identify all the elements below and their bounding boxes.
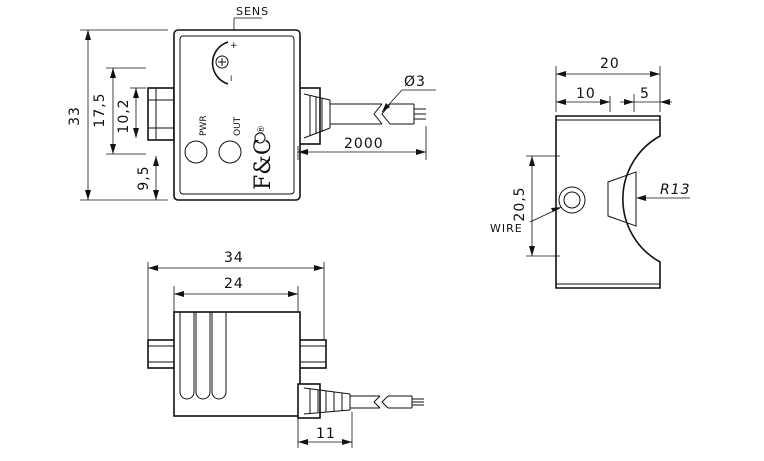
sensor-housing-front bbox=[173, 29, 301, 201]
wire-hole-outer bbox=[558, 186, 586, 214]
bottom-left-clip bbox=[147, 339, 177, 369]
dim-cable-diameter: Ø3 bbox=[404, 74, 426, 90]
side-view: 20 10 5 R13 20,5 bbox=[490, 56, 691, 289]
sensor-housing-bottom bbox=[173, 311, 301, 417]
pwr-label: PWR bbox=[199, 115, 209, 136]
wire-label: WIRE bbox=[490, 222, 523, 235]
bottom-view: 34 24 bbox=[147, 250, 424, 448]
wire-hole-icon bbox=[563, 191, 581, 209]
registered-mark: ® bbox=[257, 125, 267, 134]
sens-potentiometer-icon bbox=[215, 55, 229, 69]
dim-side-half: 10 bbox=[576, 86, 596, 102]
brand-logo: F&C bbox=[251, 138, 276, 190]
out-label: OUT bbox=[233, 116, 243, 136]
dim-bottom-inner: 24 bbox=[224, 276, 244, 292]
minus-sign: − bbox=[227, 74, 237, 82]
left-clip bbox=[147, 87, 175, 141]
dim-side-offset: 5 bbox=[640, 86, 650, 102]
sens-label: SENS bbox=[236, 5, 269, 18]
dim-cable-length: 2000 bbox=[344, 136, 384, 152]
front-view: 33 17,5 10,2 9,5 bbox=[67, 5, 436, 201]
dim-height-upper: 17,5 bbox=[92, 92, 108, 127]
dim-radius: R13 bbox=[660, 182, 691, 198]
sensing-face bbox=[607, 171, 637, 227]
dim-height-total: 33 bbox=[67, 106, 83, 126]
out-led-icon bbox=[218, 140, 242, 164]
plus-sign: + bbox=[230, 41, 238, 51]
bottom-right-clip bbox=[297, 339, 327, 369]
sens-arc bbox=[211, 41, 229, 85]
dim-side-width: 20 bbox=[600, 56, 620, 72]
dim-height-mid: 10,2 bbox=[116, 98, 132, 133]
dim-height-lower: 9,5 bbox=[136, 165, 152, 190]
bottom-cable-gland bbox=[297, 383, 321, 419]
dim-side-height: 20,5 bbox=[512, 186, 528, 221]
dim-bottom-cable: 11 bbox=[316, 426, 336, 442]
dim-bottom-width: 34 bbox=[224, 250, 244, 266]
pwr-led-icon bbox=[184, 140, 208, 164]
